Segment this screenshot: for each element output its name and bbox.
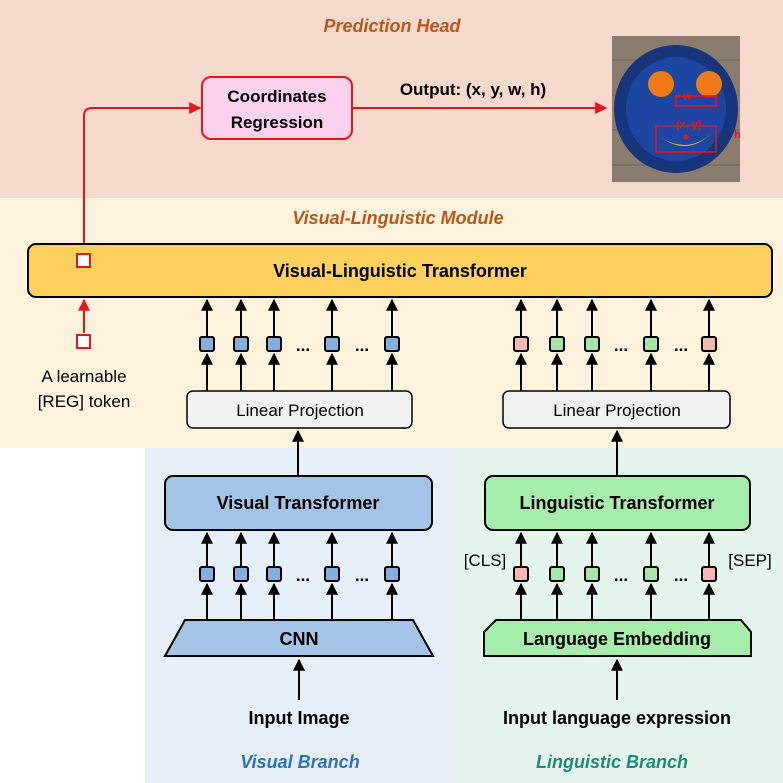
reg-token (76, 334, 91, 349)
linear-projection-visual-block (186, 390, 413, 429)
visual-branch-title: Visual Branch (240, 752, 359, 772)
ellipsis: ... (296, 566, 310, 585)
linguistic-token-sep (701, 336, 717, 352)
annotation-w: w (682, 91, 692, 103)
visual-projected-tokens: ... ... (199, 298, 400, 391)
sep-label: [SEP] (728, 551, 771, 570)
cls-label: [CLS] (464, 551, 507, 570)
visual-transformer-label: Visual Transformer (217, 493, 380, 513)
linguistic-transformer-label: Linguistic Transformer (519, 493, 714, 513)
visual-token (233, 566, 249, 582)
visual-token (233, 336, 249, 352)
reg-token-caption-line1: A learnable (41, 367, 126, 386)
ellipsis: ... (614, 336, 628, 355)
reg-to-regression-arrow (83, 102, 202, 252)
input-language-label: Input language expression (503, 708, 731, 728)
input-image-label: Input Image (248, 708, 349, 728)
linguistic-projected-tokens: ... ... (513, 298, 717, 391)
visual-token (384, 566, 400, 582)
visual-token (324, 336, 340, 352)
visual-transformer-block (164, 475, 433, 531)
reg-token-inside (76, 253, 91, 268)
linguistic-branch-title: Linguistic Branch (536, 752, 688, 772)
linguistic-token (643, 336, 659, 352)
visual-token (199, 566, 215, 582)
linear-projection-linguistic-block (502, 390, 731, 429)
visual-token (324, 566, 340, 582)
ellipsis: ... (614, 566, 628, 585)
coordinates-regression-line2: Regression (231, 113, 324, 132)
linguistic-token-sep (701, 566, 717, 582)
linguistic-token (549, 566, 565, 582)
output-label: Output: (x, y, w, h) (400, 80, 546, 99)
reg-token-caption-line2: [REG] token (38, 392, 131, 411)
linguistic-token (643, 566, 659, 582)
visual-branch-tokens: ... ... (199, 531, 400, 620)
output-image: w (x, y) h (612, 36, 741, 182)
ellipsis: ... (674, 336, 688, 355)
annotation-h: h (734, 129, 741, 141)
visual-token (266, 336, 282, 352)
vl-transformer-block (27, 243, 773, 298)
cnn-label: CNN (280, 629, 319, 649)
linguistic-token (584, 566, 600, 582)
language-embedding-label: Language Embedding (523, 629, 711, 649)
linguistic-token (549, 336, 565, 352)
linear-projection-visual-label: Linear Projection (236, 401, 364, 420)
annotation-xy: (x, y) (676, 119, 702, 131)
linguistic-branch-tokens: ... ... (513, 531, 717, 620)
vl-module-title: Visual-Linguistic Module (292, 208, 503, 228)
linguistic-token-cls (513, 336, 529, 352)
linear-projection-linguistic-label: Linear Projection (553, 401, 681, 420)
linguistic-token-cls (513, 566, 529, 582)
cnn-block (163, 619, 435, 657)
prediction-head-title: Prediction Head (323, 16, 461, 36)
language-embedding-block (483, 619, 752, 657)
ellipsis: ... (674, 566, 688, 585)
visual-token (199, 336, 215, 352)
visual-token (384, 336, 400, 352)
linguistic-transformer-block (484, 475, 751, 531)
vl-transformer-label: Visual-Linguistic Transformer (273, 261, 527, 281)
coordinates-regression-line1: Coordinates (227, 87, 326, 106)
linguistic-token (584, 336, 600, 352)
ellipsis: ... (296, 336, 310, 355)
visual-token (266, 566, 282, 582)
ellipsis: ... (355, 336, 369, 355)
ellipsis: ... (355, 566, 369, 585)
